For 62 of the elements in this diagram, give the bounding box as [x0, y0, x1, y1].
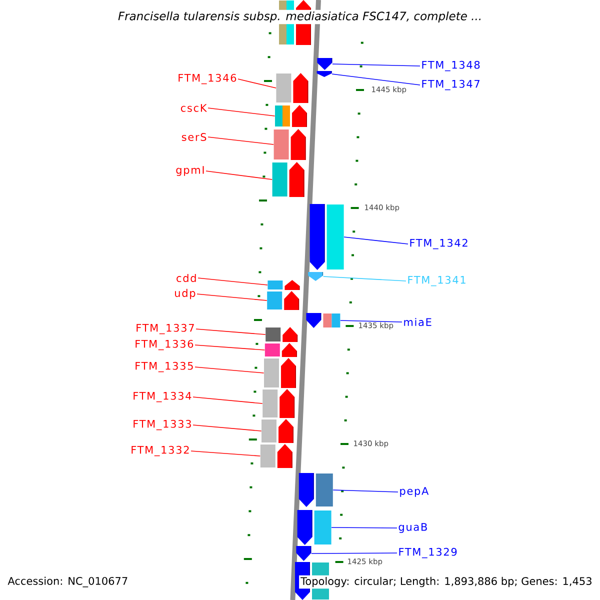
- gene-label: pepA: [400, 487, 429, 497]
- gene-block: [266, 327, 298, 342]
- gene-label: FTM_1332: [132, 446, 189, 456]
- leader-line: [331, 527, 398, 528]
- gene-block: [262, 389, 295, 418]
- gene-block: [260, 444, 292, 468]
- leader-line: [332, 74, 420, 86]
- gene-block: [264, 343, 297, 358]
- leader-line: [238, 78, 276, 88]
- gene-block: [274, 129, 306, 160]
- leader-line: [198, 278, 268, 286]
- gene-label: FTM_1346: [178, 74, 236, 84]
- gene-label: miaE: [404, 318, 432, 326]
- leader-line: [322, 276, 406, 282]
- gene-block: [267, 291, 300, 310]
- gene-block: [316, 70, 332, 77]
- gene-block: [272, 162, 304, 198]
- footer-text: Topology: circular; Length: 1,893,886 bp; Genes: 1,453: [299, 575, 594, 589]
- leader-line: [332, 64, 420, 66]
- title: Francisella tularensis subsp. mediasiatica FSC147, complete ...: [116, 10, 484, 24]
- leader-line: [192, 424, 262, 432]
- gene-block: [308, 272, 324, 281]
- leader-line: [194, 344, 266, 350]
- gene-block: [310, 204, 344, 270]
- gene-block: [262, 419, 294, 444]
- leader-line: [192, 396, 263, 404]
- leader-line: [344, 236, 408, 244]
- gene-block: [268, 280, 300, 290]
- gene-label: FTM_1348: [422, 60, 480, 72]
- leader-line: [206, 170, 272, 180]
- gene-block: [297, 510, 332, 545]
- leader-line: [196, 294, 268, 301]
- gene-label: FTM_1329: [399, 548, 457, 558]
- gene-label: FTM_1334: [134, 392, 192, 402]
- gene-label: gpmI: [176, 166, 204, 176]
- gene-label: FTM_1347: [422, 80, 480, 90]
- leader-line: [311, 552, 398, 554]
- leader-line: [208, 136, 274, 145]
- gene-label: FTM_1342: [410, 238, 468, 250]
- leader-line: [190, 450, 261, 456]
- leader-line: [340, 320, 402, 322]
- gene-block: [264, 358, 296, 388]
- gene-block: [298, 472, 333, 507]
- gene-label: FTM_1341: [408, 276, 466, 286]
- gene-block: [276, 73, 308, 104]
- gene-label: cdd: [176, 274, 196, 282]
- leader-line: [332, 490, 398, 492]
- gene-label: FTM_1336: [136, 340, 194, 350]
- gene-label: guaB: [398, 523, 427, 533]
- gene-label: FTM_1333: [134, 420, 191, 430]
- gene-label: FTM_1335: [136, 362, 193, 372]
- gene-label: FTM_1337: [136, 324, 194, 334]
- gene-label: cscK: [180, 104, 208, 112]
- gene-block: [296, 546, 312, 561]
- footer-text: Accession: NC_010677: [6, 575, 130, 589]
- gene-block: [306, 312, 340, 328]
- leader-line: [194, 366, 264, 374]
- leader-line: [208, 108, 276, 116]
- gene-label: udp: [175, 288, 196, 300]
- gene-block: [275, 105, 307, 128]
- gene-label: serS: [182, 133, 206, 141]
- leader-line: [196, 328, 266, 335]
